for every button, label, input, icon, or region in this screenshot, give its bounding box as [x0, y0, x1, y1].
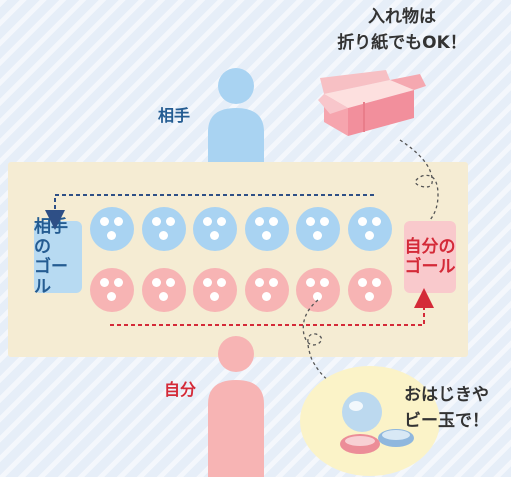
stone: [357, 278, 367, 287]
stone: [114, 278, 123, 287]
stones-note-line-2: ビー玉で！: [404, 411, 489, 431]
self-pit: [296, 268, 340, 312]
stone: [268, 278, 278, 287]
opponent-pit: [141, 207, 186, 251]
stone: [158, 231, 168, 240]
opponent-pit: [296, 207, 340, 251]
stone: [107, 231, 116, 240]
stone: [114, 217, 123, 226]
stone: [203, 217, 212, 226]
stone: [364, 231, 374, 240]
stone: [320, 217, 329, 226]
stone: [100, 217, 109, 226]
stone: [357, 217, 367, 226]
stone: [371, 278, 381, 287]
opponent-pit: [347, 207, 392, 251]
stone: [313, 292, 322, 301]
opponent-goal-line-2: ゴール: [34, 257, 68, 297]
stone: [254, 278, 264, 287]
container-note: 入れ物は 折り紙でもOK！: [312, 4, 492, 56]
stone: [210, 292, 219, 301]
opponent-pit: [244, 207, 289, 251]
opponent-pit: [193, 207, 237, 251]
stone: [217, 278, 226, 287]
stone: [107, 292, 116, 301]
self-goal-line-2: ゴール: [404, 257, 456, 277]
self-pit: [244, 268, 289, 312]
self-pit: [347, 268, 392, 312]
stone: [261, 231, 271, 240]
stone: [306, 278, 315, 287]
self-pit: [193, 268, 237, 312]
stone: [165, 217, 175, 226]
stone: [268, 217, 278, 226]
stone: [203, 278, 212, 287]
stone: [217, 217, 226, 226]
container-note-line-2: 折り紙でもOK！: [337, 33, 467, 53]
stone: [371, 217, 381, 226]
stone: [306, 217, 315, 226]
stone: [165, 278, 175, 287]
container-note-line-1: 入れ物は: [368, 7, 436, 27]
stone: [158, 292, 168, 301]
stone: [151, 217, 161, 226]
stone: [210, 231, 219, 240]
opponent-label: 相手: [158, 106, 191, 125]
box-icon: [318, 70, 426, 136]
stone: [151, 278, 161, 287]
stone: [364, 292, 374, 301]
self-goal: 自分の ゴール: [404, 221, 456, 293]
self-goal-line-1: 自分の: [404, 237, 456, 257]
stones-note-line-1: おはじきや: [404, 385, 489, 405]
opponent-pit: [90, 207, 134, 251]
self-pit: [141, 268, 186, 312]
stone: [320, 278, 329, 287]
stones-note: おはじきや ビー玉で！: [404, 382, 489, 434]
stone: [313, 231, 322, 240]
opponent-person-icon: [208, 68, 264, 164]
self-label: 自分: [164, 380, 197, 399]
self-pit: [90, 268, 134, 312]
stone: [100, 278, 109, 287]
stone: [254, 217, 264, 226]
marble-icon: [340, 392, 414, 454]
stone: [261, 292, 271, 301]
self-person-icon: [208, 336, 264, 477]
